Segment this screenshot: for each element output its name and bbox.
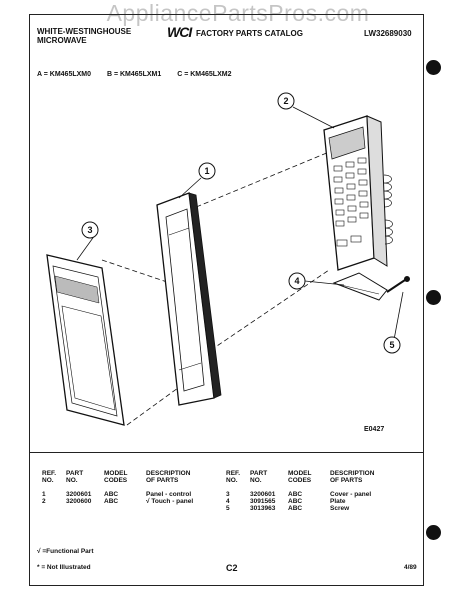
- model-a: A = KM465LXM0: [37, 71, 92, 78]
- watermark: AppliancePartsPros.com: [106, 0, 370, 26]
- not-illustrated-note: * = Not Illustrated: [37, 564, 91, 571]
- part-description: √ Touch - panel: [146, 498, 194, 505]
- binder-hole: [426, 60, 441, 75]
- brand-name: WHITE-WESTINGHOUSE: [37, 27, 132, 36]
- functional-part-note: √ =Functional Part: [37, 548, 94, 555]
- model-codes: ABC: [104, 498, 119, 505]
- model-codes: ABC: [288, 505, 303, 512]
- part-description: Screw: [330, 505, 350, 512]
- part-description: Panel - control: [146, 491, 192, 498]
- callout-circle: [288, 272, 306, 290]
- leader-lines: [76, 106, 404, 346]
- part-3-cover-panel: [46, 254, 125, 426]
- brand-block: WHITE-WESTINGHOUSE MICROWAVE: [37, 27, 131, 45]
- part-no: 3091565: [250, 498, 276, 505]
- ref-no: 3: [226, 491, 230, 498]
- catalog-number: LW32689030: [364, 29, 412, 38]
- part-4-plate: [332, 272, 388, 301]
- ref-no: 1: [42, 491, 46, 498]
- model-codes: ABC: [288, 498, 303, 505]
- part-2-control-panel: [323, 115, 393, 271]
- callout-1: 1: [204, 166, 209, 176]
- part-description: Plate: [330, 498, 346, 505]
- table-row: 2 3200600 ABC √ Touch - panel 4 3091565 …: [42, 498, 410, 505]
- callout-2: 2: [283, 96, 288, 106]
- part-no: 3013963: [250, 505, 276, 512]
- callout-circle: [383, 336, 401, 354]
- header-ref: REF.NO.: [226, 470, 241, 484]
- wci-logo: WCI: [167, 24, 192, 40]
- table-row: 1 3200601 ABC Panel - control 3 3200601 …: [42, 491, 410, 498]
- part-description: Cover - panel: [330, 491, 372, 498]
- part-no: 3200601: [250, 491, 276, 498]
- part-no: 3200600: [66, 498, 92, 505]
- product-type: MICROWAVE: [37, 36, 87, 45]
- model-codes: ABC: [288, 491, 303, 498]
- callout-circle: [198, 162, 216, 180]
- binder-hole: [426, 525, 441, 540]
- revision-date: 4/89: [404, 564, 417, 571]
- binder-hole: [426, 290, 441, 305]
- ref-no: 5: [226, 505, 230, 512]
- model-c: C = KM465LXM2: [177, 71, 232, 78]
- callout-4: 4: [294, 276, 299, 286]
- exploded-parts-diagram: 1 2 3 4 5: [46, 92, 410, 426]
- callout-circle: [277, 92, 295, 110]
- header-ref: REF.NO.: [42, 470, 57, 484]
- page-code: C2: [226, 563, 238, 573]
- model-codes: ABC: [104, 491, 119, 498]
- page-border: [29, 14, 424, 586]
- callout-5: 5: [389, 340, 394, 350]
- figure-code: E0427: [364, 426, 385, 433]
- catalog-title: FACTORY PARTS CATALOG: [196, 29, 303, 38]
- table-row: 5 3013963 ABC Screw: [42, 505, 410, 512]
- part-no: 3200601: [66, 491, 92, 498]
- ref-no: 2: [42, 498, 46, 505]
- callout-3: 3: [87, 225, 92, 235]
- part-1-frame: [156, 192, 222, 406]
- ref-no: 4: [226, 498, 230, 505]
- part-5-screw: [386, 276, 410, 293]
- table-separator: [29, 452, 424, 453]
- model-b: B = KM465LXM1: [106, 71, 162, 78]
- callout-circle: [81, 221, 99, 239]
- model-list: A = KM465LXM0 B = KM465LXM1 C = KM465LXM…: [37, 71, 245, 78]
- assembly-lines: [101, 151, 330, 426]
